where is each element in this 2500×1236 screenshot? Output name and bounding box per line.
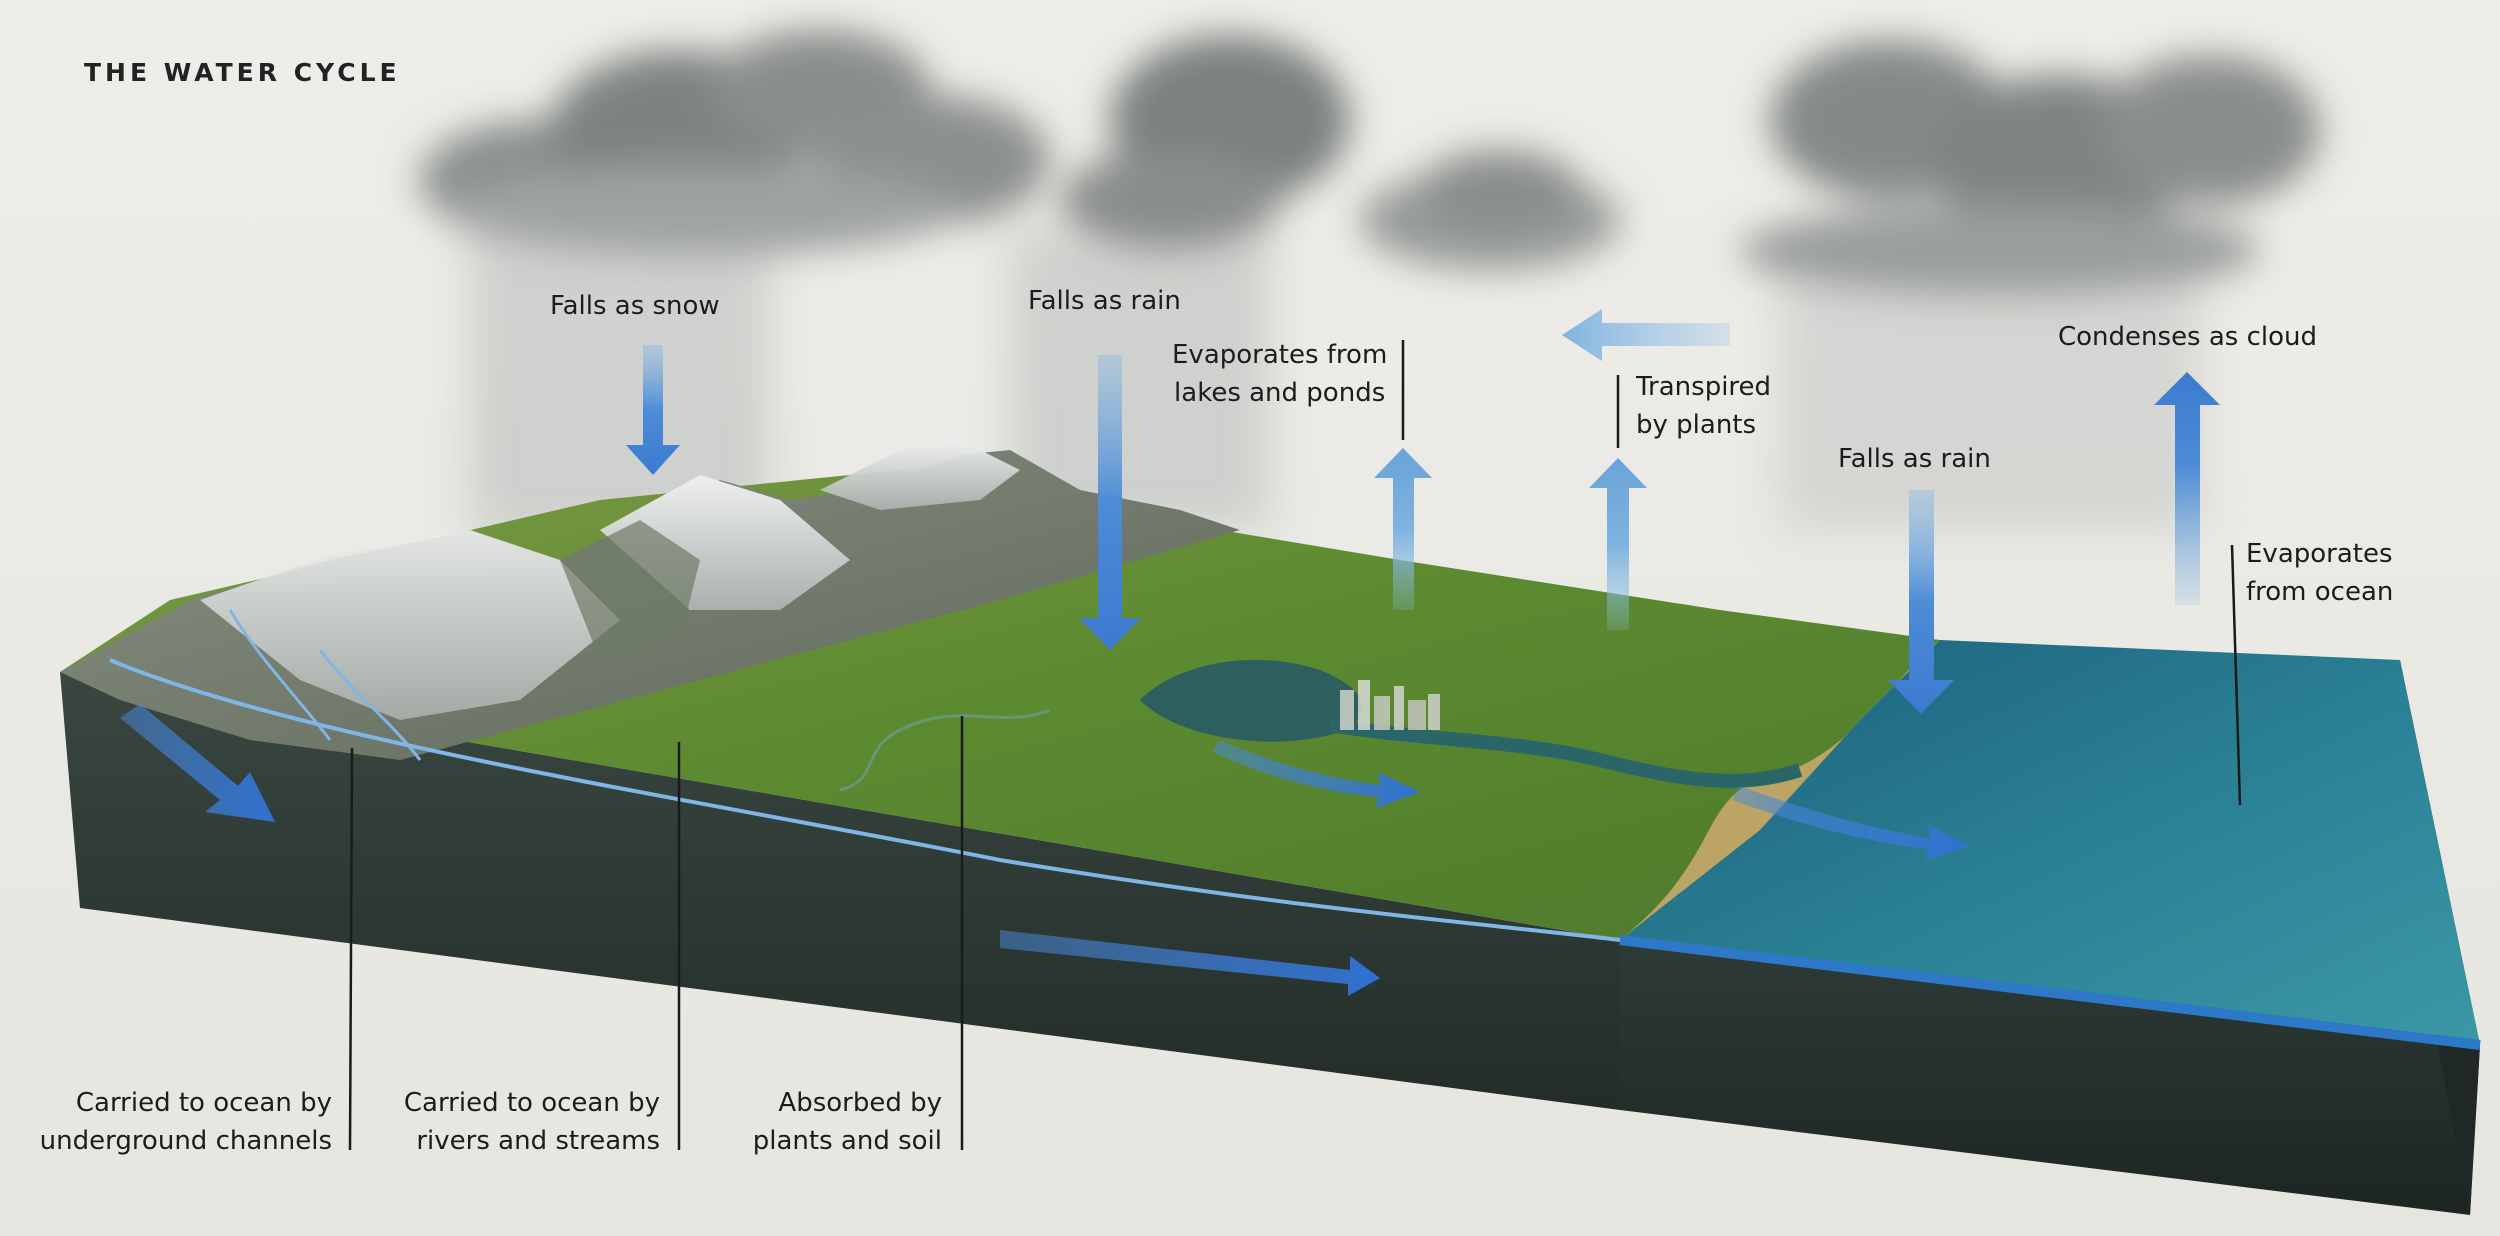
falls-as-snow-arrow — [626, 345, 680, 475]
falls-as-rain-arrow — [1079, 355, 1141, 650]
leader-lines — [348, 340, 2242, 1151]
cloud-center — [1060, 35, 1620, 270]
cloud-right — [1740, 40, 2320, 295]
falls-as-rain-ocean-arrow — [1888, 490, 1954, 714]
label-underground-channels: Carried to ocean by underground channels — [39, 1088, 332, 1156]
label-transpired: Transpired by plants — [1636, 372, 1772, 440]
label-rivers-and-streams: Carried to ocean by rivers and streams — [403, 1088, 660, 1156]
evaporates-lakes-arrow — [1374, 448, 1432, 610]
mountains — [60, 440, 1240, 760]
cloud-left — [420, 30, 1050, 255]
label-condenses-as-cloud: Condenses as cloud — [2058, 322, 2318, 352]
condenses-arrow — [2154, 372, 2220, 605]
flow-arrows — [120, 704, 1970, 996]
river — [1328, 718, 1803, 788]
label-falls-as-rain: Falls as rain — [1028, 286, 1181, 316]
label-absorbed-by-plants: Absorbed by plants and soil — [752, 1088, 942, 1156]
town — [1340, 680, 1440, 730]
cloud-movement-arrow — [1562, 309, 1730, 361]
soil-cross-section — [60, 672, 1620, 1110]
page-title: THE WATER CYCLE — [84, 58, 401, 87]
label-falls-as-rain-ocean: Falls as rain — [1838, 444, 1991, 474]
label-falls-as-snow: Falls as snow — [550, 291, 720, 321]
lake — [1140, 660, 1363, 742]
label-evaporates-lakes: Evaporates from lakes and ponds — [1172, 340, 1388, 408]
ocean-floor-cross-section — [1620, 940, 2480, 1215]
underground-channel — [109, 658, 1621, 942]
label-evaporates-ocean: Evaporates from ocean — [2246, 539, 2394, 607]
rain-veils — [470, 220, 2200, 540]
ocean-surface — [1620, 640, 2480, 1045]
transpired-arrow — [1589, 458, 1647, 630]
